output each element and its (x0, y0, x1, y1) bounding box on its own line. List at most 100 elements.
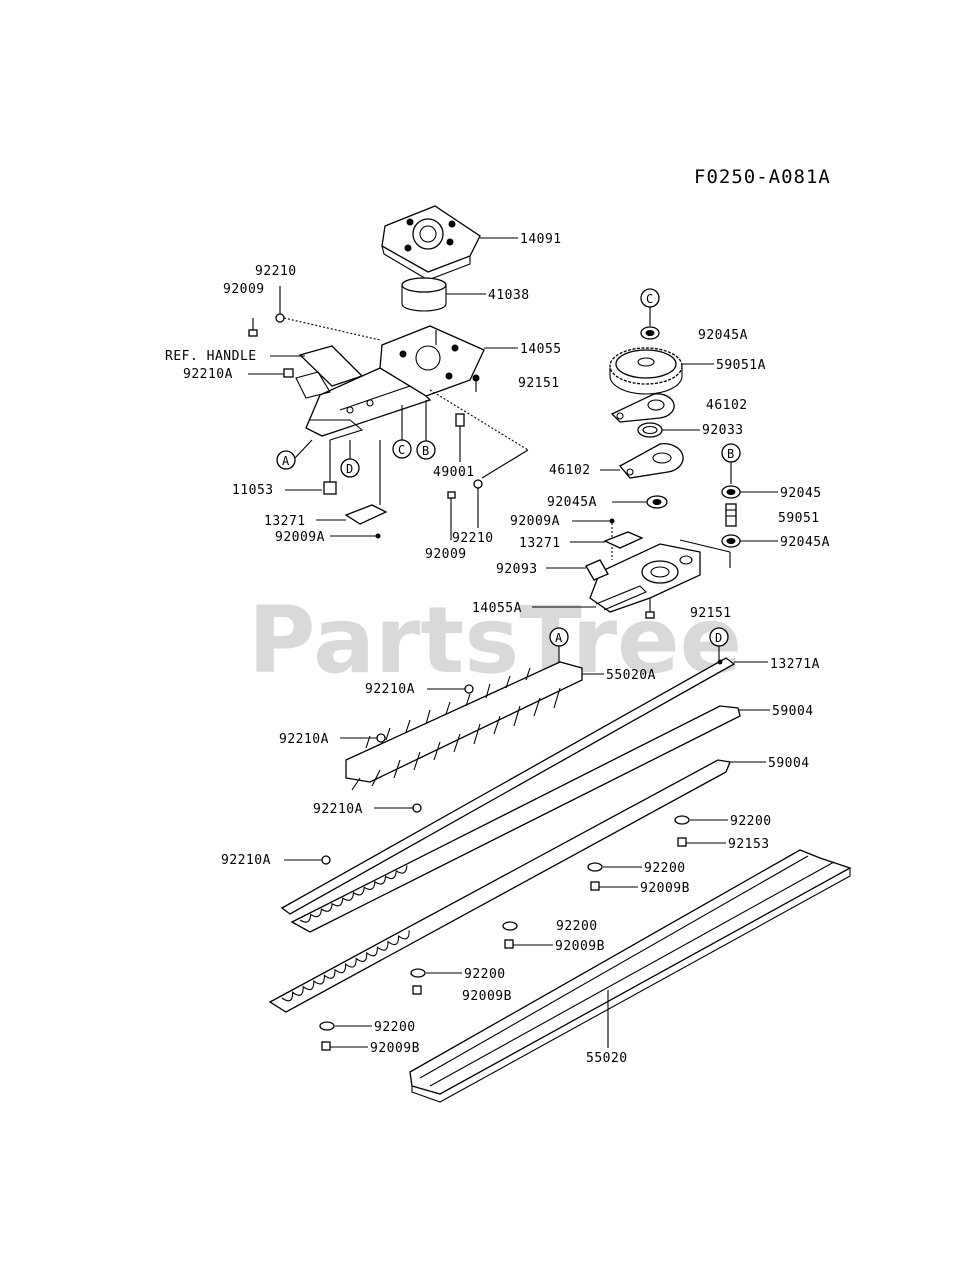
clip-92033 (637, 422, 700, 438)
washer-92210A-left (283, 368, 294, 378)
label-92045A-mid: 92045A (547, 495, 597, 510)
label-13271A: 13271A (770, 657, 820, 672)
label-41038: 41038 (488, 288, 530, 303)
bracket-92093 (585, 559, 609, 581)
label-92153: 92153 (728, 837, 770, 852)
bolt-92009B-2 (504, 939, 553, 949)
gear-case-cover-14091 (381, 205, 518, 281)
bearing-92045A-right (721, 534, 778, 548)
label-92200-3: 92200 (556, 919, 598, 934)
svg-text:C: C (398, 443, 405, 457)
callout-c-left: C (392, 405, 412, 459)
label-92200-1: 92200 (730, 814, 772, 829)
washer-92210-mid (473, 479, 483, 528)
label-14055A: 14055A (472, 601, 522, 616)
svg-text:D: D (715, 631, 722, 645)
label-92200-5: 92200 (374, 1020, 416, 1035)
washer-92210A-1 (464, 684, 474, 694)
label-46102-left: 46102 (549, 463, 591, 478)
washer-92200-4 (410, 968, 462, 978)
plate-13271-mid (603, 531, 644, 549)
washer-92200-2 (587, 862, 642, 872)
label-92009B-1: 92009B (640, 881, 690, 896)
label-92009-mid: 92009 (425, 547, 467, 562)
label-92151-mid: 92151 (518, 376, 560, 391)
crank-46102-left (600, 443, 684, 479)
washer-92210A-2 (376, 733, 386, 743)
svg-text:C: C (646, 292, 653, 306)
label-59051: 59051 (778, 511, 820, 526)
label-92009B-3: 92009B (462, 989, 512, 1004)
label-92045A-right: 92045A (780, 535, 830, 550)
guide-bar-13271A (280, 657, 768, 915)
label-92009A-mid: 92009A (510, 514, 560, 529)
label-14055: 14055 (520, 342, 562, 357)
bolt-92153 (677, 837, 726, 847)
callout-a-blade: A (549, 627, 569, 670)
label-59051A: 59051A (716, 358, 766, 373)
svg-text:A: A (282, 454, 290, 468)
callout-b-right: B (721, 443, 741, 484)
callout-b-left: B (416, 400, 436, 460)
label-92045A-top: 92045A (698, 328, 748, 343)
bracket-11053 (323, 440, 337, 495)
label-59004-a: 59004 (772, 704, 814, 719)
lower-case-14055A (589, 539, 731, 619)
label-92210A-2: 92210A (279, 732, 329, 747)
label-92151-low: 92151 (690, 606, 732, 621)
crank-46102-right (610, 393, 675, 423)
label-92210A-3: 92210A (313, 802, 363, 817)
label-92093: 92093 (496, 562, 538, 577)
label-92033: 92033 (702, 423, 744, 438)
bushing-41038 (401, 277, 486, 312)
washer-92210A-3 (412, 803, 422, 813)
label-92009B-4: 92009B (370, 1041, 420, 1056)
comb-55020A (345, 661, 604, 791)
label-92009B-2: 92009B (555, 939, 605, 954)
svg-text:B: B (727, 447, 734, 461)
washer-92210-top (275, 286, 285, 323)
gear-case-14055 (295, 325, 518, 441)
gear-59051A (609, 347, 714, 395)
label-92200-4: 92200 (464, 967, 506, 982)
bolt-92009B-1 (590, 881, 638, 891)
callout-c-right: C (640, 288, 660, 326)
label-55020A: 55020A (606, 668, 656, 683)
label-49001: 49001 (433, 465, 475, 480)
label-92009-top: 92009 (223, 282, 265, 297)
label-92210A-4: 92210A (221, 853, 271, 868)
label-13271-left: 13271 (264, 514, 306, 529)
bearing-92045A-top (640, 326, 660, 340)
pinion-59051 (725, 503, 737, 527)
blade-59004-upper (290, 705, 770, 933)
label-92210A-1: 92210A (365, 682, 415, 697)
label-92200-2: 92200 (644, 861, 686, 876)
washer-92200-1 (674, 815, 728, 825)
bearing-92045A-mid (612, 495, 668, 509)
screw-92009-top (248, 318, 258, 337)
label-11053: 11053 (232, 483, 274, 498)
screw-92009-mid (447, 491, 456, 540)
label-ref-handle: REF. HANDLE (165, 349, 257, 364)
label-92210A-left: 92210A (183, 367, 233, 382)
label-92009A-left: 92009A (275, 530, 325, 545)
watermark: PartsTree (248, 587, 742, 694)
label-55020: 55020 (586, 1051, 628, 1066)
label-92210-mid: 92210 (452, 531, 494, 546)
callout-d-left: D (340, 440, 360, 478)
label-92210-top: 92210 (255, 264, 297, 279)
label-92045: 92045 (780, 486, 822, 501)
washer-92210A-4 (321, 855, 331, 865)
bolt-92009B-3 (412, 985, 422, 995)
bearing-92045 (721, 485, 778, 499)
svg-text:B: B (422, 444, 429, 458)
label-13271-mid: 13271 (519, 536, 561, 551)
label-14091: 14091 (520, 232, 562, 247)
pin-49001 (455, 413, 465, 462)
label-59004-b: 59004 (768, 756, 810, 771)
rail-55020 (409, 849, 852, 1103)
blade-59004-lower (268, 759, 766, 1013)
bolt-92009B-4 (321, 1041, 368, 1051)
svg-text:A: A (555, 631, 563, 645)
